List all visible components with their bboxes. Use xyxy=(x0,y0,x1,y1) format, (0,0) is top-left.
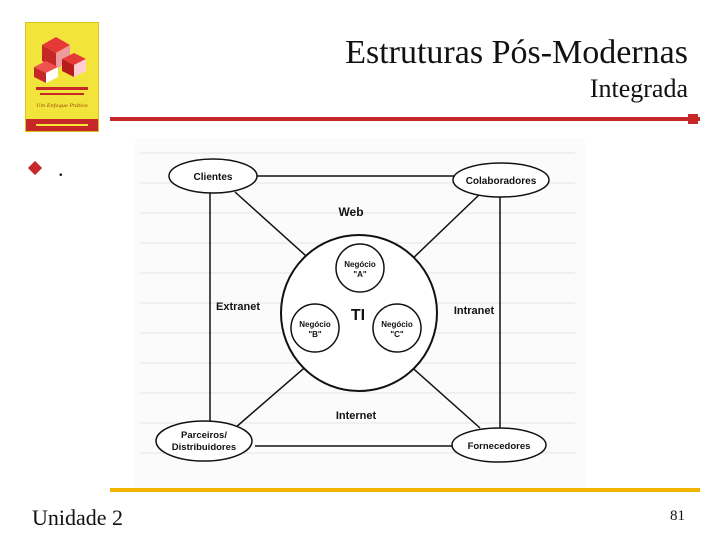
negocio-b-label-line1: Negócio xyxy=(299,320,331,329)
unit-label: Unidade 2 xyxy=(32,505,124,530)
negocio-a-label-line2: "A" xyxy=(353,270,367,279)
colaboradores-node xyxy=(452,162,550,198)
ti-label: TI xyxy=(351,307,365,324)
bullet-text: . xyxy=(58,156,64,181)
negocio-c-circle xyxy=(372,303,422,353)
extranet-label: Extranet xyxy=(216,301,260,313)
web-label: Web xyxy=(338,205,363,219)
negocio-b-circle xyxy=(290,303,340,353)
clientes-node xyxy=(168,158,258,194)
line-clientes-ti xyxy=(234,191,316,265)
fornecedores-node xyxy=(451,427,547,463)
negocio-c-label-line2: "C" xyxy=(390,330,404,339)
line-fornecedores-ti xyxy=(406,362,481,429)
structure-diagram: Clientes Colaboradores Parceiros/ Distri… xyxy=(135,138,585,488)
page-number: 81 xyxy=(670,508,685,524)
line-colaboradores-ti xyxy=(406,193,481,265)
negocio-b-label-line2: "B" xyxy=(308,330,322,339)
cover-caption: Um Enfoque Prático xyxy=(36,102,87,109)
internet-label: Internet xyxy=(336,410,377,422)
negocio-a-label-line1: Negócio xyxy=(344,260,376,269)
intranet-label: Intranet xyxy=(454,305,495,317)
book-cover-image: Um Enfoque Prático xyxy=(25,22,99,132)
line-parceiros-ti xyxy=(234,362,311,429)
header-divider-end-marker xyxy=(688,114,698,124)
page-title: Estruturas Pós-Modernas xyxy=(345,34,688,71)
colaboradores-label: Colaboradores xyxy=(466,176,537,187)
page-subtitle: Integrada xyxy=(589,74,688,103)
header-divider xyxy=(110,117,700,121)
negocio-c-label-line1: Negócio xyxy=(381,320,413,329)
footer-divider xyxy=(110,488,700,492)
bullet-diamond-icon xyxy=(27,160,43,176)
fornecedores-label: Fornecedores xyxy=(468,441,531,452)
parceiros-node xyxy=(155,420,253,462)
parceiros-label-line2: Distribuidores xyxy=(172,442,236,453)
parceiros-label-line1: Parceiros/ xyxy=(181,430,227,441)
clientes-label: Clientes xyxy=(194,172,233,183)
negocio-a-circle xyxy=(335,243,385,293)
